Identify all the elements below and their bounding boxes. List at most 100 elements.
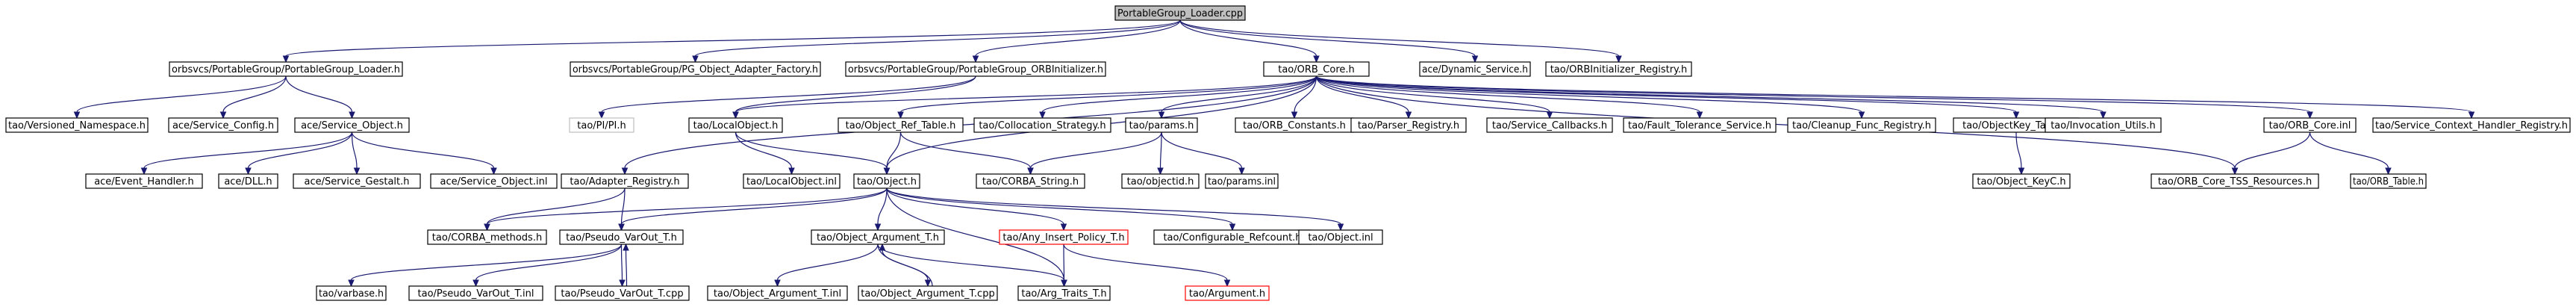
node-event-handler[interactable]: ace/Event_Handler.h (85, 173, 203, 189)
node-label: tao/Service_Callbacks.h (1492, 120, 1607, 131)
node-label: tao/Fault_Tolerance_Service.h (1628, 120, 1771, 131)
node-params-inl[interactable]: tao/params.inl (1205, 173, 1279, 189)
node-object-h[interactable]: tao/Object.h (853, 173, 920, 189)
node-arg-traits[interactable]: tao/Arg_Traits_T.h (1017, 285, 1111, 301)
node-label: tao/ORB_Table.h (2353, 176, 2424, 187)
edge-pseudo_varout_h-to-pseudo_varout_cpp (619, 244, 626, 288)
node-parser-reg[interactable]: tao/Parser_Registry.h (1350, 117, 1467, 133)
node-label: tao/Object_Ref_Table.h (846, 120, 956, 131)
node-label: tao/objectid.h (1127, 176, 1194, 187)
node-label: tao/Arg_Traits_T.h (1021, 288, 1106, 300)
node-root[interactable]: PortableGroup_Loader.cpp (1114, 5, 1246, 21)
node-pseudo-varout-inl[interactable]: tao/Pseudo_VarOut_T.inl (408, 285, 543, 301)
node-orbinit-reg[interactable]: tao/ORBInitializer_Registry.h (1545, 61, 1692, 77)
edge-orb_core_h-to-params_h (1158, 75, 1317, 120)
edge-orb_core_h-to-svc_ctx_handler (1315, 75, 2475, 120)
edge-localobject_h-to-localobject_inl (735, 131, 795, 176)
node-label: tao/ORB_Constants.h (1243, 120, 1346, 131)
node-label: tao/Configurable_Refcount.h (1163, 232, 1301, 244)
edge-loader_h-to-service_config (219, 75, 287, 120)
node-pg-oaf[interactable]: orbsvcs/PortableGroup/PG_Object_Adapter_… (570, 61, 821, 77)
node-dll-h[interactable]: ace/DLL.h (218, 173, 278, 189)
edge-object_h-to-config_refcount (886, 187, 1236, 232)
edge-object_h-to-obj_arg_t_h (874, 187, 888, 232)
node-collocation[interactable]: tao/Collocation_Strategy.h (973, 117, 1111, 133)
node-service-object-inl[interactable]: ace/Service_Object.inl (430, 173, 558, 189)
node-orb-table[interactable]: tao/ORB_Table.h (2350, 173, 2427, 189)
node-service-callbacks[interactable]: tao/Service_Callbacks.h (1486, 117, 1613, 133)
edge-orb_core_h-to-objectkey_table (1315, 75, 2020, 120)
edge-obj_arg_t_cpp-to-obj_arg_t_h (879, 243, 933, 287)
node-label: ace/Dynamic_Service.h (1422, 64, 1528, 75)
node-object-keyc[interactable]: tao/Object_KeyC.h (1972, 173, 2071, 189)
node-label: orbsvcs/PortableGroup/PG_Object_Adapter_… (573, 64, 818, 75)
edge-obj_ref_table-to-object_h (883, 131, 902, 176)
node-orb-core-inl[interactable]: tao/ORB_Core.inl (2263, 117, 2357, 133)
node-orb-constants[interactable]: tao/ORB_Constants.h (1235, 117, 1354, 133)
edge-orb_core_h-to-obj_ref_table (897, 75, 1317, 120)
node-corba-string[interactable]: tao/CORBA_String.h (976, 173, 1085, 189)
node-any-insert[interactable]: tao/Any_Insert_Policy_T.h (999, 229, 1129, 245)
node-obj-ref-table[interactable]: tao/Object_Ref_Table.h (838, 117, 964, 133)
edge-orb_core_h-to-orb_constants (1291, 75, 1317, 120)
node-argument-h[interactable]: tao/Argument.h (1185, 285, 1270, 301)
node-params-h[interactable]: tao/params.h (1125, 117, 1198, 133)
node-invocation-utils[interactable]: tao/Invocation_Utils.h (2045, 117, 2162, 133)
node-versioned-ns[interactable]: tao/Versioned_Namespace.h (5, 117, 149, 133)
node-pseudo-varout-h[interactable]: tao/Pseudo_VarOut_T.h (559, 229, 684, 245)
node-obj-arg-t-inl[interactable]: tao/Object_Argument_T.inl (707, 285, 848, 301)
node-label: tao/ORB_Core.h (1278, 64, 1355, 75)
node-svc-ctx-handler[interactable]: tao/Service_Context_Handler_Registry.h (2372, 117, 2571, 133)
node-corba-methods[interactable]: tao/CORBA_methods.h (427, 229, 547, 245)
node-obj-arg-t-cpp[interactable]: tao/Object_Argument_T.cpp (858, 285, 998, 301)
node-obj-arg-t-h[interactable]: tao/Object_Argument_T.h (811, 229, 945, 245)
node-label: tao/Object_Argument_T.inl (714, 288, 841, 300)
edge-orb_core_h-to-invocation_utils (1315, 75, 2106, 120)
node-label: ace/Service_Config.h (172, 120, 274, 131)
node-localobject-inl[interactable]: tao/LocalObject.inl (743, 173, 841, 189)
node-label: tao/Pseudo_VarOut_T.inl (418, 288, 534, 300)
node-pg-orbinit[interactable]: orbsvcs/PortableGroup/PortableGroup_ORBI… (845, 61, 1106, 77)
node-varbase[interactable]: tao/varbase.h (316, 285, 387, 301)
node-label: ace/Service_Object.inl (440, 176, 548, 187)
node-fault-tolerance[interactable]: tao/Fault_Tolerance_Service.h (1623, 117, 1777, 133)
node-service-gestalt[interactable]: ace/Service_Gestalt.h (293, 173, 421, 189)
node-label: tao/CORBA_methods.h (432, 232, 542, 244)
node-config-refcount[interactable]: tao/Configurable_Refcount.h (1153, 229, 1312, 245)
node-object-inl[interactable]: tao/Object.inl (1298, 229, 1383, 245)
node-orb-core-h[interactable]: tao/ORB_Core.h (1263, 61, 1370, 77)
edge-service_object_h-to-service_object_inl (351, 131, 497, 176)
node-label: tao/Pseudo_VarOut_T.h (566, 232, 677, 244)
edge-service_object_h-to-dll_h (245, 131, 353, 176)
node-label: tao/Adapter_Registry.h (570, 176, 679, 187)
edge-orb_core_h-to-collocation (1039, 75, 1317, 120)
node-objectid-h[interactable]: tao/objectid.h (1121, 173, 1200, 189)
edge-object_h-to-any_insert (886, 187, 1067, 232)
node-service-object-h[interactable]: ace/Service_Object.h (294, 117, 410, 133)
edge-any_insert-to-argument_h (1063, 244, 1231, 288)
node-dyn-service[interactable]: ace/Dynamic_Service.h (1419, 61, 1531, 77)
node-tss-resources[interactable]: tao/ORB_Core_TSS_Resources.h (2151, 173, 2319, 189)
node-cleanup-func[interactable]: tao/Cleanup_Func_Registry.h (1787, 117, 1936, 133)
edge-root-to-pg_orbinit (972, 19, 1181, 63)
node-label: tao/ORB_Core.inl (2269, 120, 2351, 131)
node-service-config[interactable]: ace/Service_Config.h (168, 117, 278, 133)
edge-root-to-loader_h (282, 19, 1181, 63)
node-label: tao/Parser_Registry.h (1358, 120, 1459, 131)
edge-service_object_h-to-service_gestalt (351, 131, 361, 176)
edge-object_h-to-object_inl (886, 187, 1344, 232)
node-label: ace/Event_Handler.h (94, 176, 194, 187)
node-label: ace/Service_Gestalt.h (304, 176, 409, 187)
edge-obj_arg_t_h-to-obj_arg_t_inl (774, 244, 879, 288)
node-pi-h[interactable]: tao/PI/PI.h (569, 117, 634, 133)
edge-orb_core_inl-to-orb_table (2309, 131, 2392, 176)
edge-loader_h-to-versioned_ns (73, 75, 287, 120)
graph-nodes: PortableGroup_Loader.cpp orbsvcs/Portable… (5, 5, 2571, 301)
node-adapter-registry[interactable]: tao/Adapter_Registry.h (561, 173, 689, 189)
node-label: tao/LocalObject.h (693, 120, 779, 131)
node-pseudo-varout-cpp[interactable]: tao/Pseudo_VarOut_T.cpp (555, 285, 690, 301)
node-localobject-h[interactable]: tao/LocalObject.h (688, 117, 783, 133)
edge-params_h-to-corba_string (1027, 131, 1162, 176)
edge-root-to-dyn_service (1179, 19, 1479, 63)
node-loader-h[interactable]: orbsvcs/PortableGroup/PortableGroup_Load… (169, 61, 403, 77)
